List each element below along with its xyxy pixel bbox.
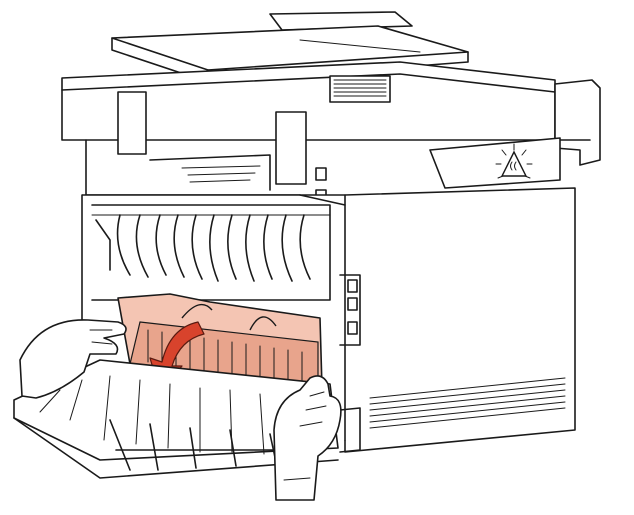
- right-hand-icon: [273, 375, 342, 501]
- scanner-hinges: [117, 91, 307, 185]
- printer-body: [81, 187, 576, 453]
- fuser-interior: [91, 204, 331, 301]
- hot-surface-warning-icon: [495, 143, 533, 179]
- adf-tray: [111, 11, 469, 83]
- scanner-unit: [61, 61, 601, 166]
- rear-door: [13, 359, 339, 479]
- left-hand-icon: [19, 319, 127, 399]
